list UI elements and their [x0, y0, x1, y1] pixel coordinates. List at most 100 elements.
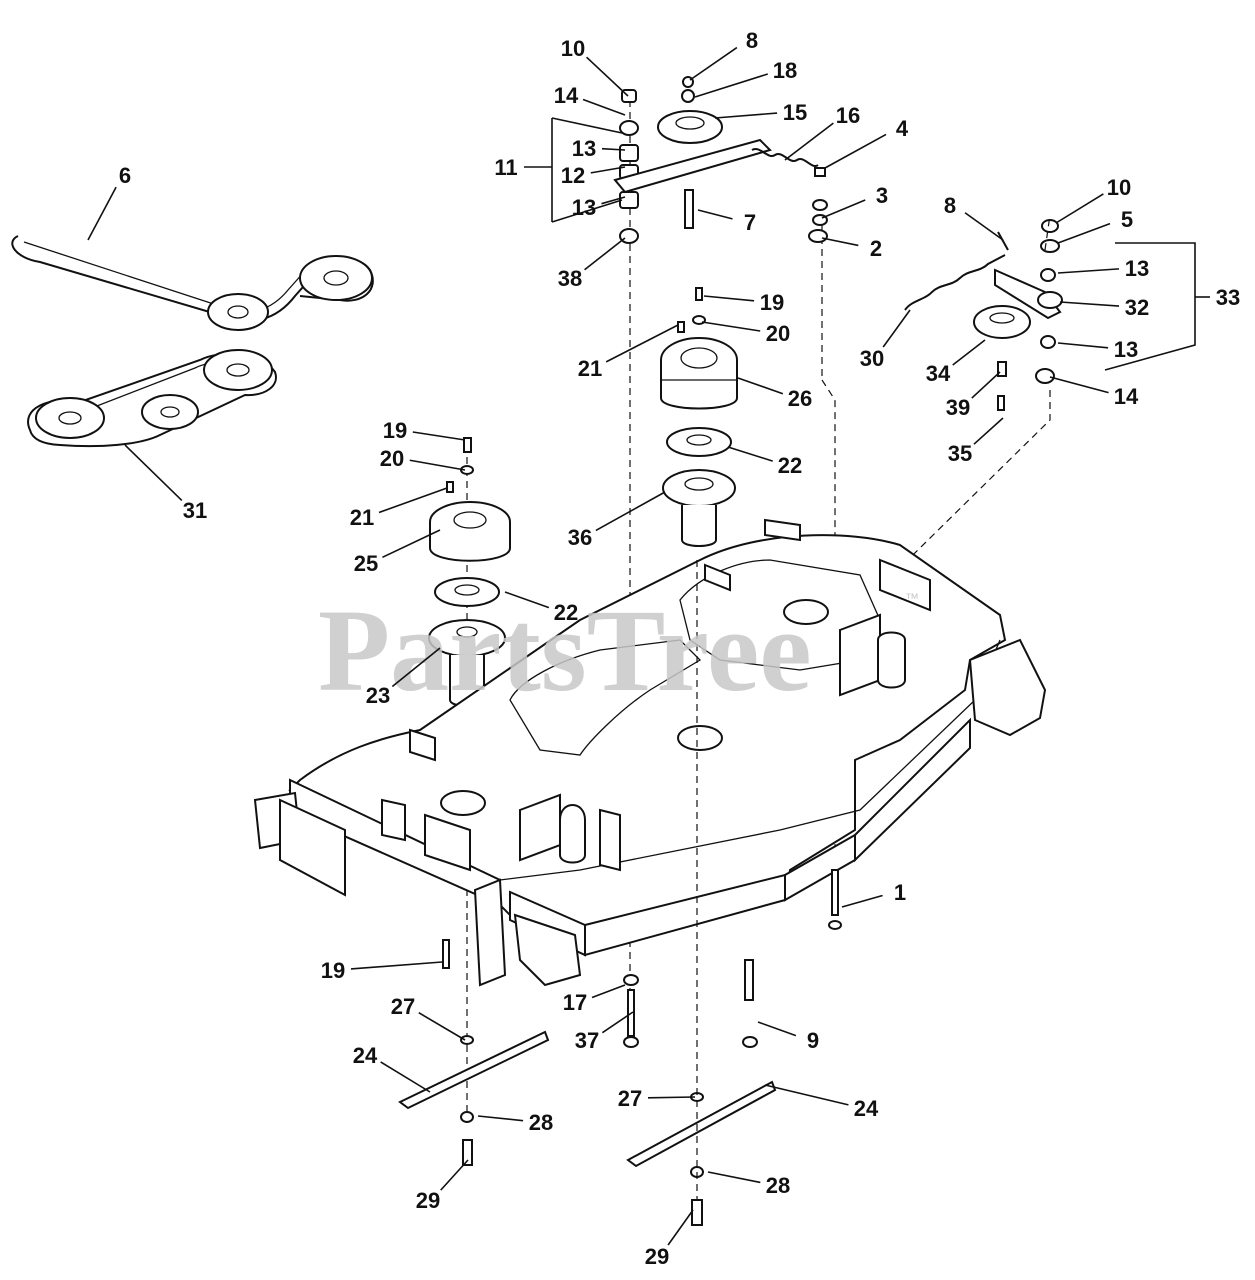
callout-38[interactable]: 38 — [558, 237, 626, 291]
callout-14[interactable]: 14 — [1049, 376, 1139, 409]
belt-6 — [11, 235, 374, 331]
leader-line — [409, 459, 466, 471]
callout-15[interactable]: 15 — [714, 100, 807, 125]
leader-line — [707, 1171, 761, 1184]
callout-number: 29 — [645, 1244, 669, 1269]
callout-1[interactable]: 1 — [841, 880, 906, 908]
callout-36[interactable]: 36 — [568, 491, 666, 550]
right-idler-assembly — [734, 214, 1063, 745]
leader-line — [964, 212, 1004, 241]
callout-5[interactable]: 5 — [1057, 207, 1133, 244]
callout-number: 38 — [558, 266, 582, 291]
callout-17[interactable]: 17 — [563, 984, 626, 1015]
callout-24[interactable]: 24 — [764, 1084, 879, 1121]
callout-18[interactable]: 18 — [694, 58, 797, 98]
callout-number: 20 — [380, 446, 404, 471]
leader-line — [378, 487, 448, 514]
leader-line — [601, 196, 626, 205]
callout-number: 19 — [321, 958, 345, 983]
callout-28[interactable]: 28 — [707, 1171, 790, 1198]
callout-33[interactable]: 33 — [1195, 285, 1240, 310]
pulley-icon — [203, 349, 273, 391]
callout-24[interactable]: 24 — [353, 1043, 431, 1093]
callout-27[interactable]: 27 — [391, 994, 466, 1041]
leader-line — [586, 56, 629, 97]
callout-29[interactable]: 29 — [416, 1159, 469, 1213]
callout-number: 13 — [572, 136, 596, 161]
callout-12[interactable]: 12 — [561, 163, 626, 188]
callout-3[interactable]: 3 — [821, 183, 888, 219]
callout-21[interactable]: 21 — [578, 324, 679, 381]
callout-8[interactable]: 8 — [944, 193, 1004, 241]
callout-30[interactable]: 30 — [860, 309, 911, 371]
callout-number: 2 — [870, 236, 882, 261]
leader-line — [764, 1084, 849, 1106]
callout-number: 24 — [353, 1043, 378, 1068]
callout-4[interactable]: 4 — [824, 116, 909, 169]
mower-deck — [253, 518, 1047, 987]
callout-39[interactable]: 39 — [946, 371, 1001, 420]
leader-line — [1055, 193, 1104, 224]
leader-line — [601, 1011, 634, 1034]
leader-line — [418, 1012, 466, 1041]
leader-line — [824, 133, 887, 169]
callout-35[interactable]: 35 — [948, 417, 1004, 466]
callout-11[interactable]: 11 — [494, 155, 552, 180]
leader-line — [697, 209, 733, 220]
callout-21[interactable]: 21 — [350, 487, 448, 530]
callout-number: 27 — [391, 994, 415, 1019]
callout-32[interactable]: 32 — [1059, 295, 1149, 320]
callout-16[interactable]: 16 — [784, 103, 860, 161]
callout-29[interactable]: 29 — [645, 1209, 694, 1269]
callout-31[interactable]: 31 — [124, 444, 207, 523]
leader-line — [590, 166, 626, 174]
callout-number: 24 — [854, 1096, 879, 1121]
group-brackets — [551, 117, 1196, 371]
callout-9[interactable]: 9 — [757, 1021, 819, 1053]
callout-34[interactable]: 34 — [926, 339, 986, 386]
callout-7[interactable]: 7 — [697, 209, 756, 235]
callout-number: 21 — [578, 356, 602, 381]
callout-37[interactable]: 37 — [575, 1011, 634, 1053]
leader-line — [601, 147, 626, 151]
callout-13[interactable]: 13 — [572, 136, 626, 161]
callout-10[interactable]: 10 — [561, 36, 629, 97]
callout-13[interactable]: 13 — [572, 195, 626, 220]
callout-number: 22 — [554, 600, 578, 625]
callout-20[interactable]: 20 — [380, 446, 466, 471]
callout-number: 30 — [860, 346, 884, 371]
pulley-icon — [35, 397, 105, 439]
leader-line — [1057, 268, 1120, 274]
callout-13[interactable]: 13 — [1057, 337, 1138, 362]
callout-2[interactable]: 2 — [821, 236, 882, 261]
callout-19[interactable]: 19 — [703, 290, 784, 315]
leader-line — [412, 431, 466, 441]
callout-19[interactable]: 19 — [321, 958, 443, 983]
leader-line — [757, 1021, 797, 1037]
leader-line — [952, 339, 986, 366]
callout-19[interactable]: 19 — [383, 418, 466, 443]
callout-27[interactable]: 27 — [618, 1086, 696, 1111]
callout-23[interactable]: 23 — [366, 647, 441, 708]
callout-25[interactable]: 25 — [354, 529, 441, 576]
leader-line — [1057, 222, 1111, 244]
callout-8[interactable]: 8 — [689, 28, 758, 81]
callout-10[interactable]: 10 — [1055, 175, 1131, 224]
callout-22[interactable]: 22 — [504, 591, 578, 625]
callout-14[interactable]: 14 — [554, 83, 626, 116]
callout-26[interactable]: 26 — [737, 377, 812, 411]
callout-number: 32 — [1125, 295, 1149, 320]
callout-20[interactable]: 20 — [701, 321, 790, 346]
callout-6[interactable]: 6 — [87, 163, 131, 241]
callout-number: 13 — [1125, 256, 1149, 281]
callout-28[interactable]: 28 — [477, 1110, 553, 1135]
leader-line — [350, 961, 443, 970]
leader-line — [821, 199, 866, 219]
callout-number: 1 — [894, 880, 906, 905]
callout-13[interactable]: 13 — [1057, 256, 1149, 281]
leader-line — [737, 377, 784, 395]
callout-22[interactable]: 22 — [727, 446, 802, 478]
leader-line — [841, 894, 883, 908]
